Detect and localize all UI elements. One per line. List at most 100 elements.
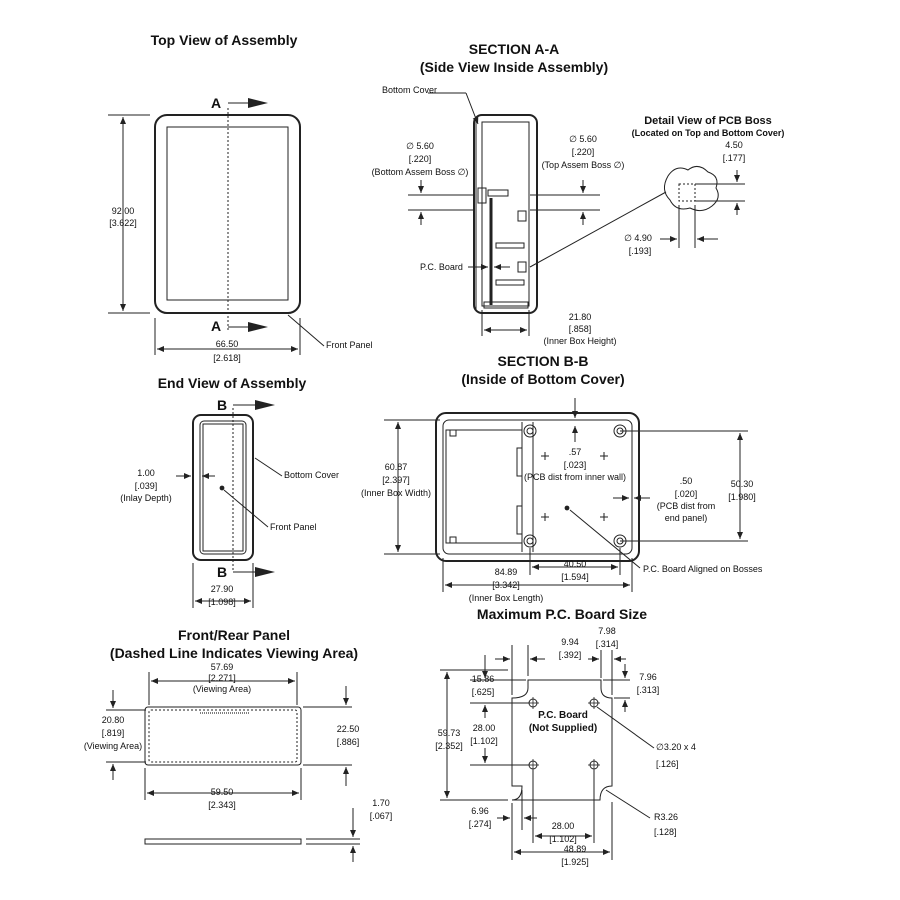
view-width-value: 57.69 bbox=[211, 662, 234, 672]
inlay-value: 1.00 bbox=[137, 468, 155, 478]
d798-value: 7.98 bbox=[598, 626, 616, 636]
end-view-inner bbox=[199, 420, 247, 555]
pcb-screw-marks bbox=[541, 452, 608, 521]
panel-width-value: 59.50 bbox=[211, 787, 234, 797]
view-width-note: (Viewing Area) bbox=[193, 684, 251, 694]
boss-shape bbox=[487, 189, 509, 197]
pcb-outline bbox=[511, 679, 613, 801]
front-panel-leader bbox=[287, 314, 325, 347]
pcb-end-note-2: end panel) bbox=[665, 513, 708, 523]
section-a-label-bottom: A bbox=[211, 318, 221, 334]
top-view-title: Top View of Assembly bbox=[151, 32, 298, 48]
pcb-board-label: P.C. Board bbox=[538, 710, 588, 721]
boss-shape bbox=[517, 210, 527, 222]
d5973-value: 59.73 bbox=[438, 728, 461, 738]
thickness-inch: [.067] bbox=[370, 811, 393, 821]
pcb-end-note-1: (PCB dist from bbox=[657, 501, 716, 511]
end-front-panel-label: Front Panel bbox=[270, 522, 317, 532]
boss-hole bbox=[526, 537, 534, 545]
d2800v-value: 28.00 bbox=[473, 723, 496, 733]
d4889-inch: [1.925] bbox=[561, 857, 589, 867]
section-aa-inner bbox=[481, 121, 530, 307]
view-height-note: (Viewing Area) bbox=[84, 741, 142, 751]
detail-boss-hidden bbox=[678, 183, 696, 202]
d796-inch: [.313] bbox=[637, 685, 660, 695]
section-bb-subtitle: (Inside of Bottom Cover) bbox=[461, 371, 624, 387]
d1586-inch: [.625] bbox=[472, 687, 495, 697]
section-bb: SECTION B-B (Inside of Bottom Cover) 60.… bbox=[361, 353, 763, 603]
section-aa-title: SECTION A-A bbox=[469, 41, 559, 57]
thickness-value: 1.70 bbox=[372, 798, 390, 808]
inner-width-value: 60.87 bbox=[385, 462, 408, 472]
boss-pitch-value: 40.50 bbox=[564, 559, 587, 569]
section-b-label-top: B bbox=[217, 397, 227, 413]
panel-view: Front/Rear Panel (Dashed Line Indicates … bbox=[84, 627, 392, 862]
pcb-max-view: Maximum P.C. Board Size P.C. Board (Not … bbox=[435, 606, 696, 867]
boss-dia-inch: [.193] bbox=[629, 246, 652, 256]
d4889-value: 48.89 bbox=[564, 844, 587, 854]
bottom-boss-inch: [.220] bbox=[409, 154, 432, 164]
end-width-inch: [1.098] bbox=[208, 597, 236, 607]
radius-leader bbox=[605, 789, 651, 819]
holes-inch: [.126] bbox=[656, 759, 679, 769]
view-width-inch: [2.271] bbox=[208, 673, 236, 683]
section-a-label-top: A bbox=[211, 95, 221, 111]
inner-width-inch: [2.397] bbox=[382, 475, 410, 485]
d696-inch: [.274] bbox=[469, 819, 492, 829]
viewing-area bbox=[148, 709, 298, 763]
section-bb-inner bbox=[442, 419, 633, 555]
inner-height-inch: [.858] bbox=[569, 324, 592, 334]
bottom-rib bbox=[483, 301, 529, 309]
clip bbox=[449, 429, 457, 437]
top-width-value: 66.50 bbox=[216, 339, 239, 349]
pcb-aligned-label: P.C. Board Aligned on Bosses bbox=[643, 564, 763, 574]
slot bbox=[516, 505, 523, 535]
leader bbox=[465, 92, 479, 125]
top-width-inch: [2.618] bbox=[213, 353, 241, 363]
pcb-wall-inch: [.023] bbox=[564, 460, 587, 470]
d796-value: 7.96 bbox=[639, 672, 657, 682]
boss-span-value: 50.30 bbox=[731, 479, 754, 489]
top-view: Top View of Assembly A A 92.00 [3.622] 6… bbox=[108, 32, 373, 363]
inner-length-note: (Inner Box Length) bbox=[469, 593, 544, 603]
d994-value: 9.94 bbox=[561, 637, 579, 647]
panel-subtitle: (Dashed Line Indicates Viewing Area) bbox=[110, 645, 358, 661]
radius-value: R3.26 bbox=[654, 812, 678, 822]
inner-length-value: 84.89 bbox=[495, 567, 518, 577]
d2800h-value: 28.00 bbox=[552, 821, 575, 831]
end-bottom-cover-label: Bottom Cover bbox=[284, 470, 339, 480]
view-height-value: 20.80 bbox=[102, 715, 125, 725]
inlay-inch: [.039] bbox=[135, 481, 158, 491]
panel-width-inch: [2.343] bbox=[208, 800, 236, 810]
panel-height-inch: [.886] bbox=[337, 737, 360, 747]
end-view-outline bbox=[192, 414, 254, 561]
holes-value: ∅3.20 x 4 bbox=[656, 742, 696, 752]
detail-boss: Detail View of PCB Boss (Located on Top … bbox=[529, 115, 784, 268]
clip bbox=[449, 536, 457, 544]
top-boss-note: (Top Assem Boss ∅) bbox=[542, 160, 625, 170]
pcb-end-value: .50 bbox=[680, 476, 693, 486]
detail-boss-shape bbox=[664, 166, 719, 212]
section-aa: SECTION A-A (Side View Inside Assembly) … bbox=[372, 41, 625, 346]
pcb-board-note: (Not Supplied) bbox=[529, 723, 597, 734]
panel-height-value: 22.50 bbox=[337, 724, 360, 734]
panel-edge-view bbox=[144, 838, 302, 845]
bottom-boss-value: ∅ 5.60 bbox=[406, 141, 434, 151]
pcb-wall-note: (PCB dist from inner wall) bbox=[524, 472, 626, 482]
end-view-title: End View of Assembly bbox=[158, 375, 307, 391]
boss-hole bbox=[523, 424, 537, 438]
boss-shape bbox=[477, 187, 487, 204]
boss-span-inch: [1.980] bbox=[728, 492, 756, 502]
end-view-center bbox=[219, 485, 225, 491]
section-bb-outline bbox=[435, 412, 640, 562]
boss-hole bbox=[523, 534, 537, 548]
pcb-end-inch: [.020] bbox=[675, 489, 698, 499]
end-width-value: 27.90 bbox=[211, 584, 234, 594]
panel-title: Front/Rear Panel bbox=[178, 627, 290, 643]
radius-inch: [.128] bbox=[654, 827, 677, 837]
boss-hole bbox=[526, 427, 534, 435]
boss-pitch-inch: [1.594] bbox=[561, 572, 589, 582]
inner-width-note: (Inner Box Width) bbox=[361, 488, 431, 498]
end-view-inlay bbox=[202, 423, 244, 552]
